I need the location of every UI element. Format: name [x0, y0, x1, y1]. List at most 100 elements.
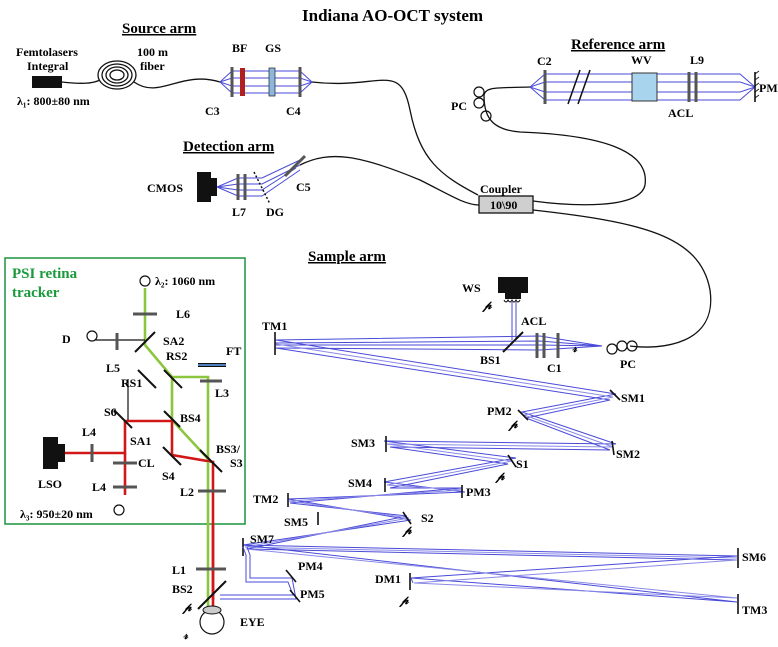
- bs1-label: BS1: [480, 353, 501, 367]
- reference-arm: C2 WV L9 PM1 ACL PC: [451, 53, 778, 206]
- c5-label: C5: [296, 180, 311, 194]
- mirror-pm4: [285, 569, 297, 583]
- source-arm-heading: Source arm: [122, 21, 197, 37]
- sm6-label: SM6: [742, 550, 766, 564]
- coupler-ratio: 10\90: [490, 198, 517, 212]
- ws-label: WS: [462, 281, 481, 295]
- c1-label: C1: [547, 361, 562, 375]
- sm1-label: SM1: [621, 391, 645, 405]
- ws-beam: [511, 302, 517, 340]
- pm5-label: PM5: [300, 587, 325, 601]
- cmos-label: CMOS: [147, 181, 183, 195]
- glass-slab: [268, 67, 276, 97]
- wavelength1-label: λ₁: 800±80 nm: [17, 94, 90, 108]
- sa1-label: SA1: [130, 434, 151, 448]
- sm4-label: SM4: [348, 476, 372, 490]
- eye-path: L1 BS2 𝓅 EYE 𝓇: [172, 524, 265, 642]
- bs4-label: BS4: [180, 411, 201, 425]
- dg-label: DG: [266, 205, 284, 219]
- eye-cornea: [202, 605, 222, 615]
- s2-p-mark: 𝓅: [401, 523, 413, 537]
- ft-label: FT: [226, 344, 241, 358]
- l9-label: L9: [690, 53, 704, 67]
- fiber-detection-coupler: [299, 156, 480, 206]
- sample-input-beam: [274, 335, 603, 351]
- mirror-sm2: [611, 440, 615, 456]
- diffraction-grating: [253, 171, 271, 205]
- bf-label: BF: [232, 41, 247, 55]
- rs1-label: RS1: [121, 376, 142, 390]
- mirror-pm1-hatch: [754, 70, 760, 99]
- fiber-label-1: 100 m: [137, 45, 168, 59]
- eye-r-mark: 𝓇: [183, 628, 189, 642]
- eye-label: EYE: [240, 615, 265, 629]
- diagram-title: Indiana AO-OCT system: [302, 6, 483, 25]
- sm7-label: SM7: [250, 532, 274, 546]
- cmos-lens-mount: [211, 178, 217, 196]
- sm2-label: SM2: [616, 447, 640, 461]
- tm2-label: TM2: [253, 492, 278, 506]
- dm1-label: DM1: [375, 572, 401, 586]
- c1-r-mark: 𝓇: [572, 341, 578, 355]
- d-label: D: [62, 332, 71, 346]
- beamsplitter-bs3: [199, 449, 223, 473]
- reference-arm-heading: Reference arm: [571, 37, 666, 53]
- s4-label: S4: [162, 469, 175, 483]
- pm2-label: PM2: [487, 404, 512, 418]
- bs2-label: BS2: [172, 582, 193, 596]
- l7-label: L7: [232, 205, 246, 219]
- bs2-p-mark: 𝓅: [181, 600, 193, 614]
- coupler-label: Coupler: [480, 182, 523, 196]
- mirror-pm2: [517, 409, 529, 421]
- scanner-s1: [507, 454, 517, 468]
- detection-arm: CMOS L7 DG C5: [147, 154, 480, 219]
- pc-ref-label: PC: [451, 99, 467, 113]
- source-arm: Femtolasers Integral λ₁: 800±80 nm 100 m…: [16, 41, 479, 196]
- detection-arm-heading: Detection arm: [183, 139, 275, 155]
- sm3-label: SM3: [351, 436, 375, 450]
- scanner-s4: [162, 446, 182, 466]
- l6-label: L6: [176, 307, 190, 321]
- s3-label: S3: [230, 456, 243, 470]
- detection-beams: [216, 159, 301, 197]
- psi-heading-2: tracker: [12, 285, 60, 301]
- mirror-sm1: [609, 389, 621, 401]
- cl-label: CL: [138, 456, 155, 470]
- fiber-coupler-sample: [532, 209, 712, 348]
- rs2-label: RS2: [166, 349, 187, 363]
- pc-sample-label: PC: [620, 357, 636, 371]
- l1-label: L1: [172, 563, 186, 577]
- sm5-label: SM5: [284, 515, 308, 529]
- pm2-p-mark: 𝓅: [507, 417, 519, 431]
- water-vial: [631, 72, 658, 102]
- fiber-source-coupler: [311, 79, 479, 196]
- fiber-laser-coil: [61, 79, 101, 84]
- beamsplitter-bs1: [502, 331, 524, 353]
- sample-zigzag-beam: [242, 339, 738, 603]
- tm3-label: TM3: [742, 603, 767, 617]
- sa2-label: SA2: [163, 334, 184, 348]
- scanner-s6: [113, 409, 133, 429]
- blocking-filter: [240, 68, 245, 96]
- s1-p-mark: 𝓅: [494, 469, 506, 483]
- bs3-label: BS3/: [216, 442, 241, 456]
- l5-label: L5: [106, 361, 120, 375]
- wavelength3-label: λ₃: 950±20 nm: [20, 507, 93, 521]
- beamsplitter-bs4: [163, 410, 181, 428]
- s1-label: S1: [516, 457, 529, 471]
- c3-label: C3: [205, 104, 220, 118]
- laser-label-2: Integral: [27, 59, 69, 73]
- psi-tracker: PSI retina tracker λ₂: 1060 nm D λ₃: 950…: [4, 257, 246, 610]
- fiber-coil: [97, 60, 137, 90]
- l4a-label: L4: [82, 425, 96, 439]
- path-break-1: [567, 69, 581, 105]
- cmos-camera: [197, 172, 211, 202]
- lso-label: LSO: [38, 477, 62, 491]
- fiber-coupler: Coupler 10\90: [478, 182, 534, 214]
- periscope-beam: [220, 546, 297, 600]
- lso-lens-mount: [58, 444, 65, 462]
- aperture-sa2: [134, 331, 156, 353]
- pm3-label: PM3: [466, 485, 491, 499]
